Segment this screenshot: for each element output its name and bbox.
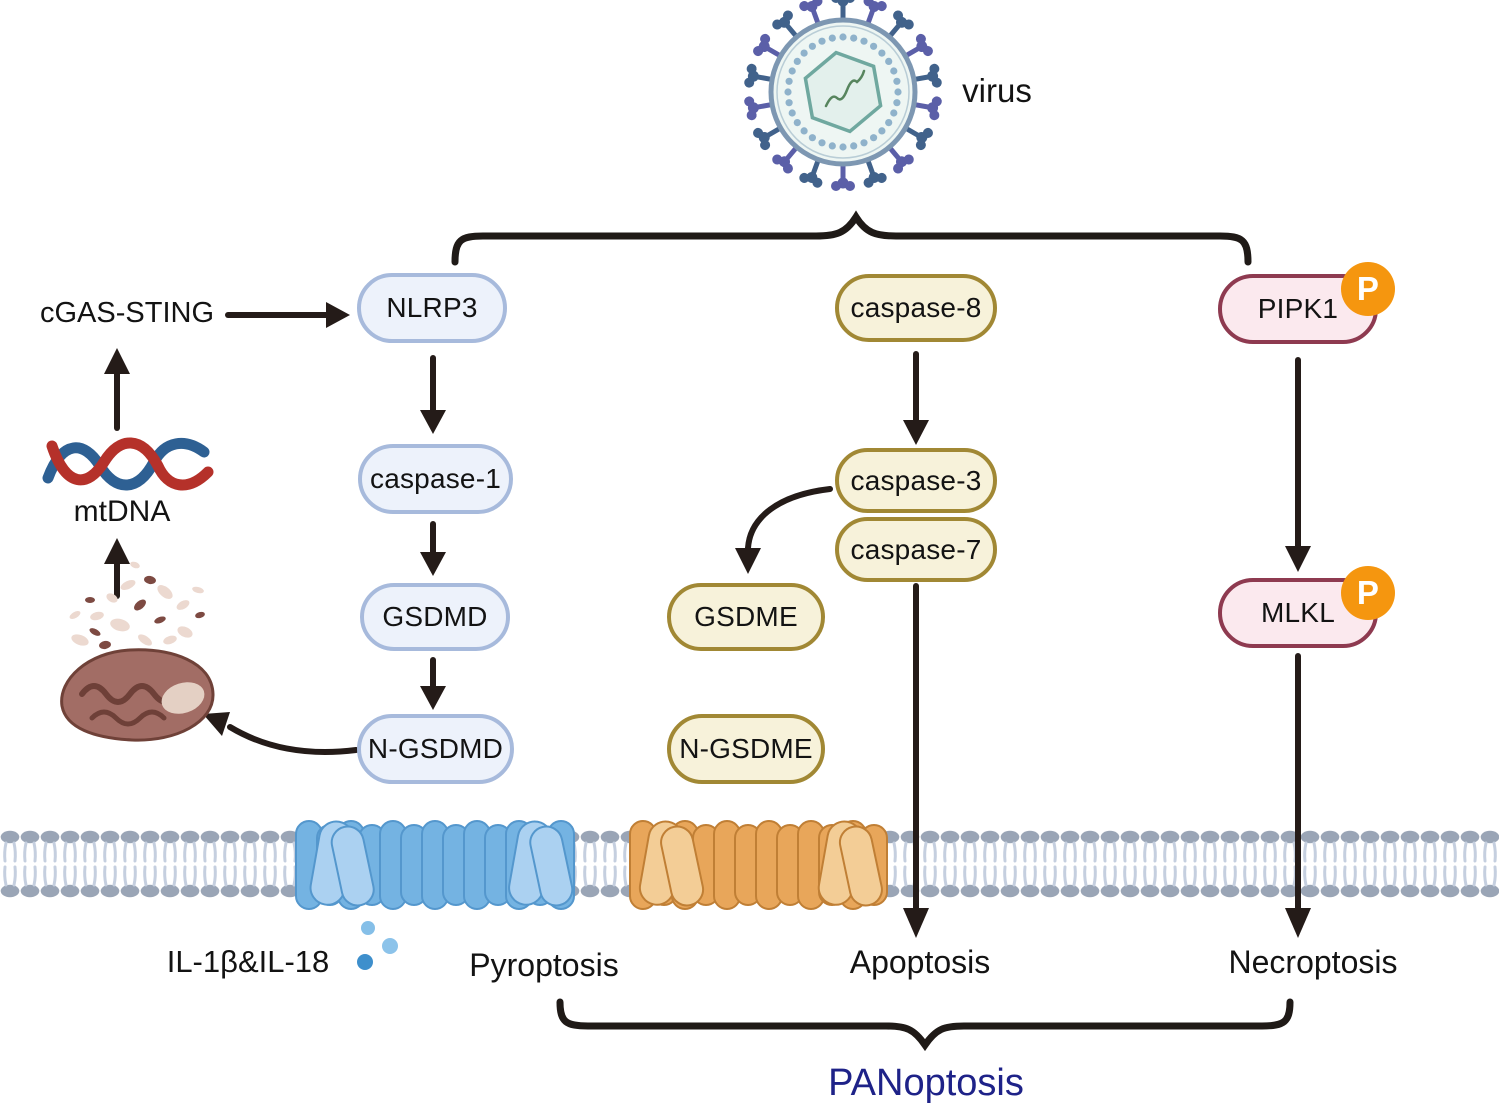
necroptosis-label: Necroptosis bbox=[1228, 944, 1398, 980]
node-label: GSDME bbox=[694, 601, 798, 632]
bottom-brace bbox=[556, 998, 1294, 1052]
arrow-mlkl-to-necroptosis bbox=[1285, 653, 1311, 938]
node-n-gsdmd: N-GSDMD bbox=[357, 714, 514, 784]
node-gsdme: GSDME bbox=[667, 583, 825, 651]
cytokine-dots-icon bbox=[357, 921, 398, 970]
phosphorylation-badge: P bbox=[1341, 262, 1395, 316]
arrow-caspase1-to-gsdmd bbox=[420, 521, 446, 576]
arrow-nlrp3-to-caspase1 bbox=[420, 355, 446, 434]
arrow-caspase7-to-apoptosis bbox=[903, 583, 929, 938]
mtdna-label: mtDNA bbox=[73, 495, 171, 528]
node-caspase8: caspase-8 bbox=[835, 274, 997, 342]
node-label: MLKL bbox=[1261, 597, 1335, 628]
node-gsdmd: GSDMD bbox=[360, 583, 510, 651]
cytokines-label: IL-1β&IL-18 bbox=[166, 944, 330, 979]
phosphorylation-badge: P bbox=[1341, 566, 1395, 620]
apoptosis-label: Apoptosis bbox=[849, 944, 991, 980]
node-label: caspase-8 bbox=[850, 292, 982, 323]
node-n-gsdme: N-GSDME bbox=[667, 714, 825, 784]
damaged-mitochondria-icon bbox=[60, 561, 215, 742]
arrow-cgas-sting-to-nlrp3 bbox=[225, 302, 350, 328]
virus-icon bbox=[744, 0, 942, 191]
arrow-mitochondria-to-mtdna bbox=[104, 538, 130, 599]
pyroptosis-label: Pyroptosis bbox=[469, 947, 619, 983]
dna-helix-icon bbox=[42, 437, 214, 491]
node-caspase1: caspase-1 bbox=[358, 444, 513, 514]
node-label: NLRP3 bbox=[386, 292, 478, 323]
node-caspase3: caspase-3 bbox=[835, 448, 997, 513]
node-label: PIPK1 bbox=[1257, 293, 1339, 324]
arrow-mtdna-to-cgas-sting bbox=[104, 348, 130, 431]
top-brace bbox=[451, 210, 1252, 266]
gsdmd-pore-icon bbox=[295, 820, 575, 910]
arrow-n-gsdmd-to-mitochondria bbox=[203, 712, 359, 755]
arrow-gsdmd-to-n-gsdmd bbox=[420, 657, 446, 710]
node-label: caspase-1 bbox=[370, 463, 501, 494]
node-pipk1: PIPK1 P bbox=[1218, 262, 1395, 344]
arrow-caspase3-to-gsdme bbox=[735, 486, 833, 574]
node-nlrp3: NLRP3 bbox=[357, 273, 507, 343]
node-label: caspase-3 bbox=[850, 464, 982, 496]
panoptosis-label: PANoptosis bbox=[828, 1062, 1024, 1104]
node-label: GSDMD bbox=[382, 601, 488, 632]
node-caspase7: caspase-7 bbox=[835, 517, 997, 582]
arrow-pipk1-to-mlkl bbox=[1285, 357, 1311, 572]
gsdme-pore-icon bbox=[629, 820, 888, 910]
node-mlkl: MLKL P bbox=[1218, 566, 1395, 648]
virus-label: virus bbox=[962, 72, 1032, 109]
cgas-sting-label: cGAS-STING bbox=[39, 297, 215, 329]
arrow-caspase8-to-caspase3 bbox=[903, 351, 929, 445]
node-label: caspase-7 bbox=[850, 533, 982, 565]
node-label: N-GSDMD bbox=[367, 733, 504, 764]
node-label: N-GSDME bbox=[679, 733, 813, 764]
